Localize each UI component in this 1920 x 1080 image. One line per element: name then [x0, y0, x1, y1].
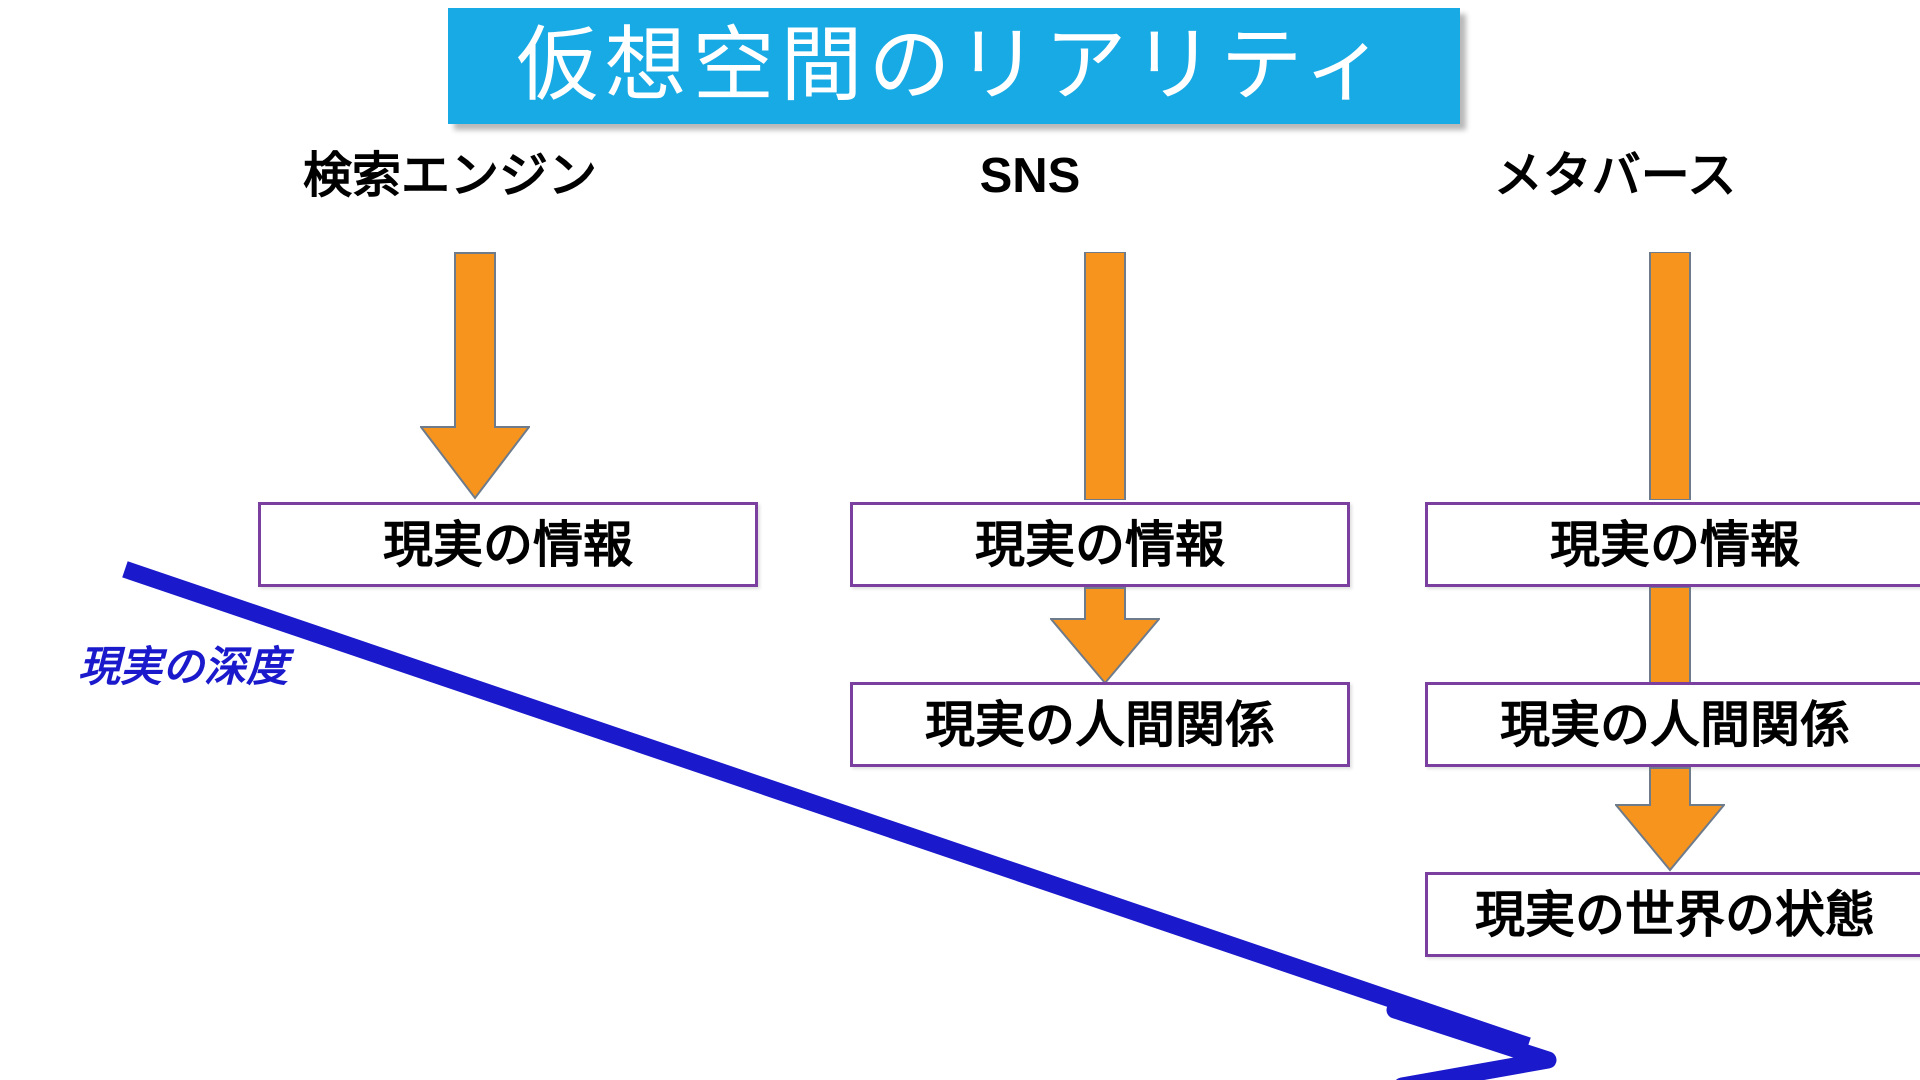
- column-header-sns: SNS: [979, 149, 1081, 203]
- box-col2-row1: 現実の情報: [850, 502, 1350, 587]
- arrow-down-icon-col3-to-box2: [1615, 587, 1725, 685]
- depth-axis-label: 現実の深度: [78, 643, 289, 690]
- arrow-down-icon-col1-to-box1: [420, 252, 530, 500]
- box-label: 現実の人間関係: [1500, 696, 1850, 753]
- column-header-metaverse: メタバース: [1493, 149, 1737, 203]
- box-col2-row2: 現実の人間関係: [850, 682, 1350, 767]
- page-title: 仮想空間のリアリティ: [516, 20, 1392, 111]
- box-col3-row1: 現実の情報: [1425, 502, 1920, 587]
- box-label: 現実の世界の状態: [1475, 886, 1875, 943]
- arrow-down-icon-col3-to-box1: [1615, 252, 1725, 500]
- box-col3-row3: 現実の世界の状態: [1425, 872, 1920, 957]
- column-header-search-engine: 検索エンジン: [302, 149, 597, 203]
- arrow-down-icon-col2-to-box2: [1050, 587, 1160, 685]
- box-label: 現実の人間関係: [925, 696, 1275, 753]
- arrow-down-icon-col2-to-box1: [1050, 252, 1160, 500]
- arrow-down-icon-col3-to-box3: [1615, 767, 1725, 872]
- box-label: 現実の情報: [1550, 516, 1800, 573]
- box-col1-row1: 現実の情報: [258, 502, 758, 587]
- box-col3-row2: 現実の人間関係: [1425, 682, 1920, 767]
- box-label: 現実の情報: [975, 516, 1225, 573]
- box-label: 現実の情報: [383, 516, 633, 573]
- title-banner: 仮想空間のリアリティ: [448, 8, 1460, 124]
